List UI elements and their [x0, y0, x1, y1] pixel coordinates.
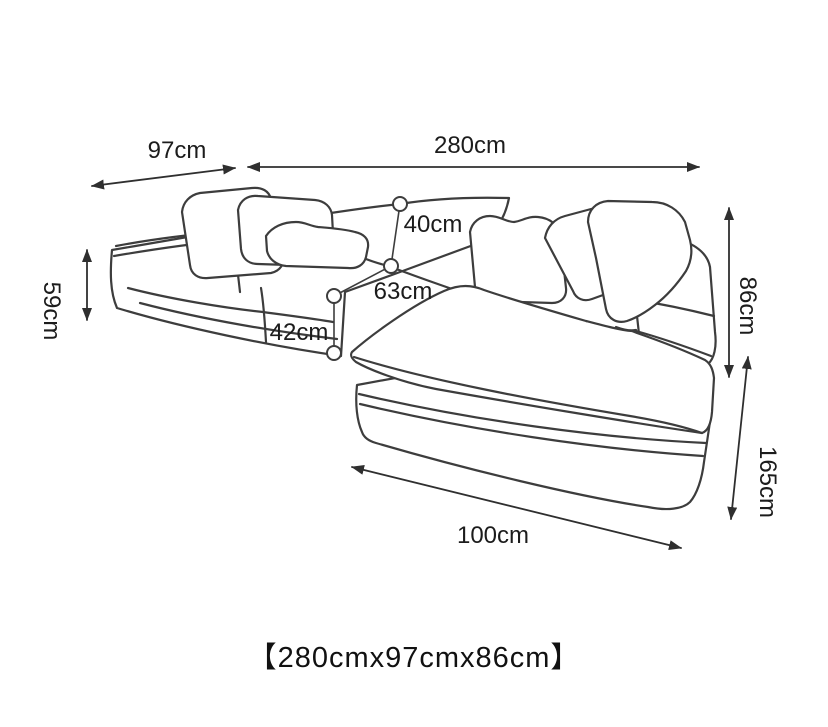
dim-label-arm-height: 59cm [38, 281, 65, 341]
sofa-body [109, 186, 717, 511]
line-40cm [390, 203, 401, 267]
line-63cm [333, 265, 392, 297]
seat-cushion-bottom-seam [138, 301, 339, 341]
chaise-base-seam-1 [357, 392, 708, 445]
arrow-97cm [91, 164, 236, 190]
arrow-100cm [351, 465, 682, 550]
chaise-back-pillows [468, 199, 693, 323]
left-back-pillows [180, 186, 370, 280]
size-caption: 【280cmx97cmx86cm】 [247, 642, 581, 674]
chaise-cushion-front-seam [352, 355, 704, 435]
pillow-left-lumbar [264, 220, 370, 270]
dim-label-depth: 97cm [147, 137, 207, 164]
dim-label-chaise-width: 100cm [456, 522, 530, 549]
node-circle-top [392, 196, 408, 212]
dim-label-overall-height: 86cm [734, 276, 761, 336]
dim-label-seat-height: 42cm [269, 319, 329, 346]
right-armrest-seam-lower [634, 329, 713, 358]
seat-back-crease-right [389, 265, 454, 291]
dimension-arrows [82, 162, 752, 550]
node-circle-base [326, 345, 342, 361]
seat-cushion-front-edge [126, 286, 335, 324]
pillow-chaise-large [586, 199, 693, 323]
seat-cushion-divider [259, 286, 268, 344]
dim-label-seat-depth: 63cm [373, 278, 433, 305]
chaise-cushion [349, 284, 716, 435]
dim-label-width: 280cm [433, 132, 507, 159]
chaise-base-seam-2 [358, 402, 705, 458]
measurement-nodes [326, 196, 408, 361]
dim-label-back-cushion: 40cm [403, 211, 463, 238]
arrow-165cm [727, 356, 752, 520]
node-circle-seatback [383, 258, 399, 274]
dim-label-chaise-length: 165cm [754, 445, 781, 519]
node-circle-seatfront [326, 288, 342, 304]
chaise-cushion-armrest-hook [614, 325, 638, 332]
